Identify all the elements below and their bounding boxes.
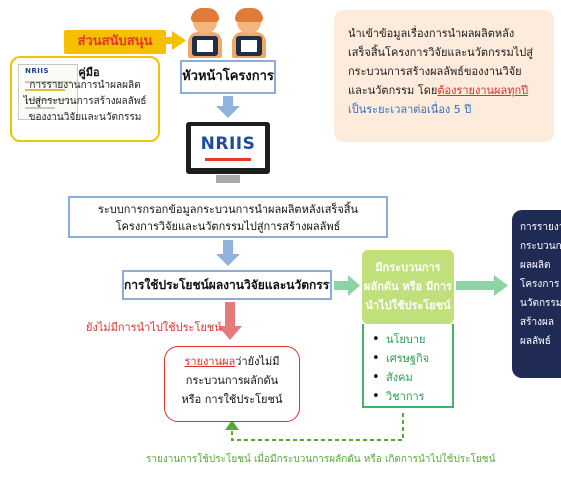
use-type-item: เศรษฐกิจ: [372, 349, 452, 368]
system-box: ระบบการกรอกข้อมูลกระบวนการนำผลผลิตหลังเส…: [68, 196, 388, 238]
utilization-box: การใช้ประโยชน์ผลงานวิจัยและนวัตกรรม: [122, 270, 332, 300]
process-box: มีกระบวนการ ผลักดัน หรือ มีการ นำไปใช้ปร…: [362, 250, 454, 324]
manual-label: คู่มือ: [78, 66, 100, 79]
manual-description: การรายงานการนำผลผลิต ไปสู่กระบวนการสร้าง…: [18, 78, 152, 126]
note-line: และนวัตกรรม โดยต้องรายงานผลทุกปี: [348, 84, 529, 97]
requirement-note: นำเข้าข้อมูลเรื่องการนำผลผลิตหลัง เสร็จส…: [334, 10, 554, 142]
arrow-to-report: [456, 275, 508, 296]
loop-caption: รายงานการใช้ประโยชน์ เมื่อมีกระบวนการผลั…: [146, 454, 496, 465]
process-line: มีกระบวนการ: [375, 261, 441, 274]
dashed-loop-arrowhead: [225, 420, 239, 430]
manual-doc-logo: NRIIS: [25, 67, 49, 75]
note-line: เสร็จสิ้นโครงการวิจัยและนวัตกรรมไปสู่: [348, 46, 533, 59]
nriis-monitor-icon: NRIIS: [186, 122, 270, 174]
use-type-item: วิชาการ: [372, 387, 452, 406]
manual-line: ของงานวิจัยและนวัตกรรม: [28, 112, 142, 123]
nriis-logo: NRIIS: [200, 134, 256, 154]
no-use-label: ยังไม่มีการนำไปใช้ประโยชน์: [86, 321, 222, 334]
report-line: กระบวนการ: [520, 241, 561, 252]
project-leader-box: หัวหน้าโครงการ: [180, 60, 276, 94]
manual-box: NRIIS: [10, 56, 160, 142]
report-line: การรายงาน: [520, 222, 561, 233]
note-line: กระบวนการสร้างผลลัพธ์ของงานวิจัย: [348, 65, 522, 78]
arrow-leader-to-system: [216, 96, 240, 118]
note-line: นำเข้าข้อมูลเรื่องการนำผลผลิตหลัง: [348, 27, 515, 40]
report-emphasis: รายงานผล: [184, 355, 236, 368]
process-line: ผลักดัน หรือ มีการ: [364, 280, 452, 293]
report-line: ผลลัพธ์: [520, 336, 551, 347]
researcher-icon: [232, 8, 266, 62]
report-line: กระบวนการผลักดัน: [185, 374, 279, 387]
no-use-report-box: รายงานผลว่ายังไม่มี กระบวนการผลักดัน หรื…: [164, 346, 300, 422]
monitor-stand: [216, 175, 240, 183]
arrow-system-to-utilization: [216, 240, 240, 266]
arrow-to-process: [334, 275, 360, 296]
manual-line: ไปสู่กระบวนการสร้างผลลัพธ์: [23, 96, 147, 107]
manual-line: การรายงานการนำผลผลิต: [29, 80, 141, 91]
researcher-icon: [188, 8, 222, 62]
dashed-loop: [231, 410, 404, 441]
utilization-report-box: การรายงาน กระบวนการ ผลผลิต โครงการ นวัตก…: [512, 210, 561, 378]
duration-emphasis: เป็นระยะเวลาต่อเนื่อง 5 ปี: [348, 103, 472, 116]
system-line: ระบบการกรอกข้อมูลกระบวนการนำผลผลิตหลังเส…: [97, 203, 358, 216]
report-line: ผลผลิต: [520, 260, 551, 271]
report-line: โครงการ: [520, 279, 560, 290]
annual-report-emphasis: ต้องรายงานผลทุกปี: [437, 84, 529, 97]
report-line: รายงานผลว่ายังไม่มี: [184, 355, 280, 368]
use-type-item: สังคม: [372, 368, 452, 387]
arrow-manual-to-leader: [160, 31, 186, 50]
report-line: สร้างผล: [520, 317, 554, 328]
manual-document-icon: NRIIS: [18, 64, 78, 120]
report-line: หรือ การใช้ประโยชน์: [181, 393, 283, 406]
use-types-box: นโยบาย เศรษฐกิจ สังคม วิชาการ: [362, 324, 454, 408]
support-tag: ส่วนสนับสนุน: [64, 30, 166, 54]
process-line: นำไปใช้ประโยชน์: [365, 299, 451, 312]
report-line: นวัตกรรม: [520, 298, 561, 309]
system-line: โครงการวิจัยและนวัตกรรมไปสู่การสร้างผลลั…: [115, 220, 341, 233]
arrow-to-no-use: [218, 302, 242, 340]
use-type-item: นโยบาย: [372, 330, 452, 349]
